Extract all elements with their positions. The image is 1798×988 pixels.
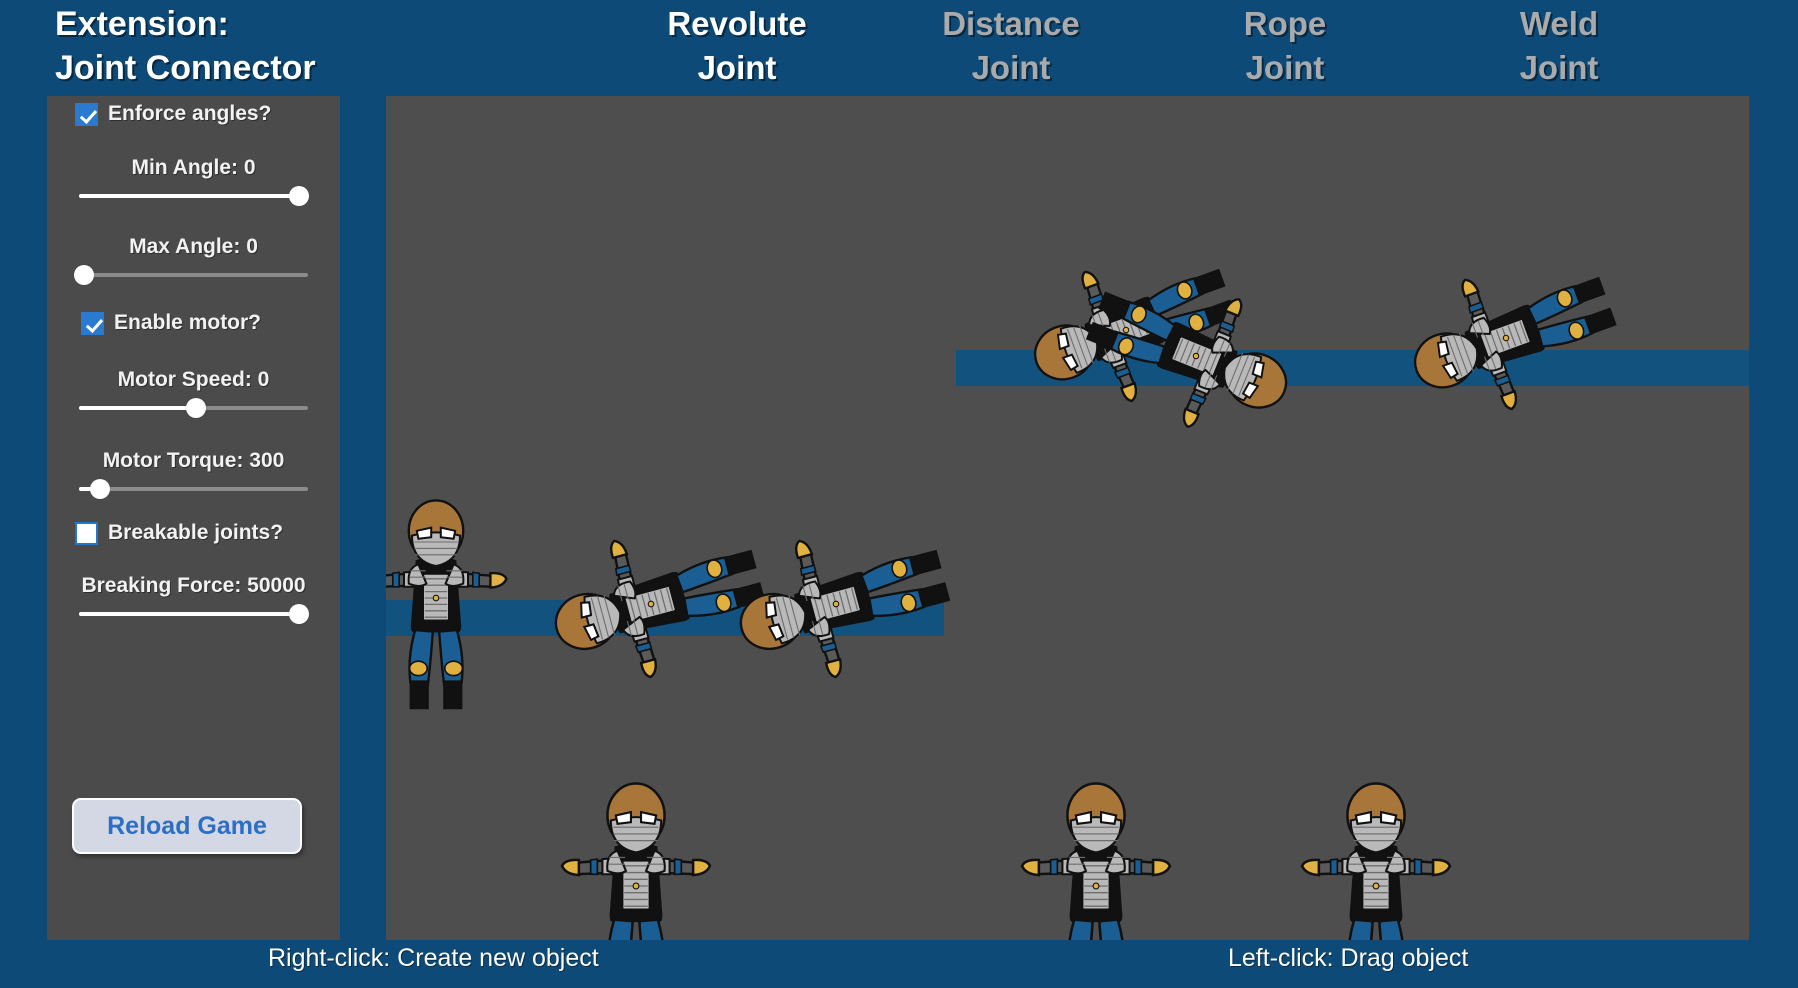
ragdoll-figure[interactable] — [1284, 760, 1469, 940]
ragdoll-figure[interactable] — [1004, 760, 1189, 940]
ragdoll-figure[interactable] — [386, 478, 524, 718]
motor-speed-control: Motor Speed: 0 — [47, 368, 340, 418]
motor-torque-label: Motor Torque: 300 — [102, 449, 285, 472]
tab-rope-joint-line1: Rope — [1243, 5, 1327, 42]
breaking-force-control: Breaking Force: 50000 — [47, 574, 340, 624]
min-angle-slider[interactable] — [79, 186, 309, 206]
min-angle-slider-thumb[interactable] — [288, 186, 309, 206]
motor-torque-slider-fill — [79, 487, 100, 491]
ragdoll-figure[interactable] — [1367, 217, 1646, 458]
enforce-angles-label: Enforce angles? — [108, 102, 272, 125]
hint-right-click: Right-click: Create new object — [268, 944, 599, 972]
breakable-joints-row[interactable]: Breakable joints? — [47, 513, 340, 553]
enable-motor-label: Enable motor? — [114, 311, 262, 334]
max-angle-slider-thumb[interactable] — [73, 265, 94, 285]
motor-speed-slider-thumb[interactable] — [185, 398, 206, 418]
breaking-force-slider[interactable] — [79, 604, 309, 624]
motor-torque-slider-thumb[interactable] — [89, 479, 110, 499]
motor-torque-slider-track[interactable] — [79, 487, 308, 491]
tab-distance-joint-line2: Joint — [971, 49, 1051, 86]
tab-revolute-joint[interactable]: Revolute Joint — [600, 2, 874, 90]
tab-revolute-joint-line2: Joint — [697, 49, 777, 86]
max-angle-slider[interactable] — [73, 265, 308, 285]
hint-left-click: Left-click: Drag object — [1228, 944, 1469, 972]
breaking-force-slider-thumb[interactable] — [288, 604, 309, 624]
max-angle-label: Max Angle: 0 — [129, 235, 258, 258]
motor-speed-label: Motor Speed: 0 — [117, 368, 270, 391]
breakable-joints-checkbox[interactable] — [75, 521, 98, 545]
max-angle-control: Max Angle: 0 — [47, 235, 340, 285]
min-angle-control: Min Angle: 0 — [47, 156, 340, 206]
breaking-force-slider-fill — [79, 612, 299, 616]
tab-rope-joint[interactable]: Rope Joint — [1148, 2, 1422, 90]
tab-weld-joint[interactable]: Weld Joint — [1422, 2, 1696, 90]
reload-game-button[interactable]: Reload Game — [72, 798, 302, 854]
tab-weld-joint-line1: Weld — [1519, 5, 1599, 42]
motor-speed-slider-fill — [79, 406, 196, 410]
enable-motor-row[interactable]: Enable motor? — [47, 303, 340, 343]
min-angle-slider-fill — [79, 194, 299, 198]
page-title-line2: Joint Connector — [55, 49, 316, 87]
status-bar: Right-click: Create new object Left-clic… — [0, 940, 1798, 988]
breakable-joints-label: Breakable joints? — [108, 521, 284, 544]
motor-torque-control: Motor Torque: 300 — [47, 449, 340, 499]
tab-bar: Revolute Joint Distance Joint Rope Joint… — [600, 0, 1798, 96]
ragdoll-figure[interactable] — [544, 760, 729, 940]
page-title: Extension: Joint Connector — [55, 2, 316, 90]
tab-rope-joint-line2: Joint — [1245, 49, 1325, 86]
tab-weld-joint-line2: Joint — [1519, 49, 1599, 86]
enable-motor-checkbox[interactable] — [81, 311, 104, 335]
motor-speed-slider[interactable] — [79, 398, 308, 418]
settings-panel: Enforce angles? Min Angle: 0 Max Angle: … — [47, 96, 340, 940]
max-angle-slider-track[interactable] — [79, 273, 308, 277]
page-title-line1: Extension: — [55, 5, 229, 43]
breaking-force-label: Breaking Force: 50000 — [81, 574, 306, 597]
tab-distance-joint[interactable]: Distance Joint — [874, 2, 1148, 90]
tab-distance-joint-line1: Distance — [942, 5, 1080, 42]
physics-canvas[interactable] — [386, 96, 1749, 940]
tab-revolute-joint-line1: Revolute — [667, 5, 807, 42]
header-bar: Extension: Joint Connector Revolute Join… — [0, 0, 1798, 96]
enforce-angles-checkbox[interactable] — [75, 102, 98, 126]
min-angle-label: Min Angle: 0 — [131, 156, 256, 179]
motor-torque-slider[interactable] — [79, 479, 308, 499]
enforce-angles-row[interactable]: Enforce angles? — [47, 94, 340, 134]
